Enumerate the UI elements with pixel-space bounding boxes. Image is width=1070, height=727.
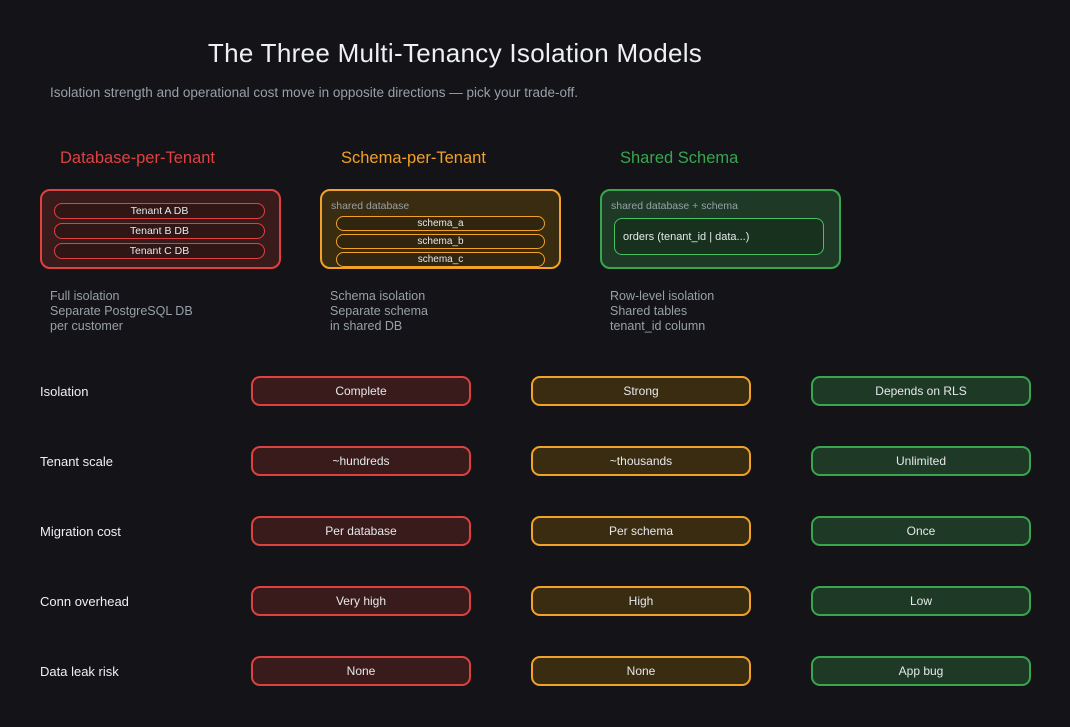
value-pill-conn-overhead-schema: High bbox=[531, 586, 751, 616]
value-pill-migration-cost-shared: Once bbox=[811, 516, 1031, 546]
description-line: Row-level isolation bbox=[610, 289, 715, 303]
row-label-isolation: Isolation bbox=[40, 383, 89, 399]
description-line: Full isolation bbox=[50, 289, 120, 303]
row-label-data-leak-risk: Data leak risk bbox=[40, 663, 119, 679]
tenant-c-db-pill: Tenant C DB bbox=[54, 243, 265, 259]
value-pill-data-leak-risk-schema: None bbox=[531, 656, 751, 686]
value-pill-tenant-scale-shared: Unlimited bbox=[811, 446, 1031, 476]
comparison-row-isolation: Isolation Complete Strong Depends on RLS bbox=[0, 376, 1070, 406]
value-pill-conn-overhead-database: Very high bbox=[251, 586, 471, 616]
value-pill-isolation-schema: Strong bbox=[531, 376, 751, 406]
description-line: Separate schema bbox=[330, 304, 428, 318]
description-line: in shared DB bbox=[330, 319, 403, 333]
page-subtitle: Isolation strength and operational cost … bbox=[50, 85, 579, 100]
schema-b-pill: schema_b bbox=[336, 234, 545, 249]
value-pill-data-leak-risk-shared: App bug bbox=[811, 656, 1031, 686]
orders-table-box: orders (tenant_id | data...) bbox=[614, 218, 824, 255]
value-pill-isolation-database: Complete bbox=[251, 376, 471, 406]
shared-schema-box: shared database + schema orders (tenant_… bbox=[600, 189, 841, 269]
comparison-row-tenant-scale: Tenant scale ~hundreds ~thousands Unlimi… bbox=[0, 446, 1070, 476]
comparison-row-migration-cost: Migration cost Per database Per schema O… bbox=[0, 516, 1070, 546]
description-shared-schema: Row-level isolation Shared tables tenant… bbox=[610, 289, 714, 334]
shared-database-schema-label: shared database + schema bbox=[611, 200, 738, 212]
description-line: Separate PostgreSQL DB bbox=[50, 304, 193, 318]
comparison-row-data-leak-risk: Data leak risk None None App bug bbox=[0, 656, 1070, 686]
model-title-database-per-tenant: Database-per-Tenant bbox=[60, 149, 216, 167]
value-pill-isolation-shared: Depends on RLS bbox=[811, 376, 1031, 406]
description-line: tenant_id column bbox=[610, 319, 706, 333]
description-line: Schema isolation bbox=[330, 289, 426, 303]
tenant-b-db-pill: Tenant B DB bbox=[54, 223, 265, 239]
comparison-row-conn-overhead: Conn overhead Very high High Low bbox=[0, 586, 1070, 616]
schema-per-tenant-box: shared database schema_a schema_b schema… bbox=[320, 189, 561, 269]
schema-c-pill: schema_c bbox=[336, 252, 545, 267]
database-per-tenant-box: Tenant A DB Tenant B DB Tenant C DB bbox=[40, 189, 281, 269]
model-title-shared-schema: Shared Schema bbox=[620, 149, 739, 167]
shared-database-label: shared database bbox=[331, 200, 410, 212]
model-title-schema-per-tenant: Schema-per-Tenant bbox=[341, 149, 486, 167]
description-database-per-tenant: Full isolation Separate PostgreSQL DB pe… bbox=[50, 289, 193, 334]
row-label-tenant-scale: Tenant scale bbox=[40, 453, 113, 469]
schema-a-pill: schema_a bbox=[336, 216, 545, 231]
value-pill-tenant-scale-database: ~hundreds bbox=[251, 446, 471, 476]
row-label-migration-cost: Migration cost bbox=[40, 523, 121, 539]
value-pill-migration-cost-database: Per database bbox=[251, 516, 471, 546]
value-pill-conn-overhead-shared: Low bbox=[811, 586, 1031, 616]
value-pill-tenant-scale-schema: ~thousands bbox=[531, 446, 751, 476]
value-pill-data-leak-risk-database: None bbox=[251, 656, 471, 686]
tenant-a-db-pill: Tenant A DB bbox=[54, 203, 265, 219]
page-title: The Three Multi-Tenancy Isolation Models bbox=[207, 38, 703, 68]
value-pill-migration-cost-schema: Per schema bbox=[531, 516, 751, 546]
row-label-conn-overhead: Conn overhead bbox=[40, 593, 129, 609]
description-line: per customer bbox=[50, 319, 123, 333]
description-schema-per-tenant: Schema isolation Separate schema in shar… bbox=[330, 289, 428, 334]
description-line: Shared tables bbox=[610, 304, 688, 318]
